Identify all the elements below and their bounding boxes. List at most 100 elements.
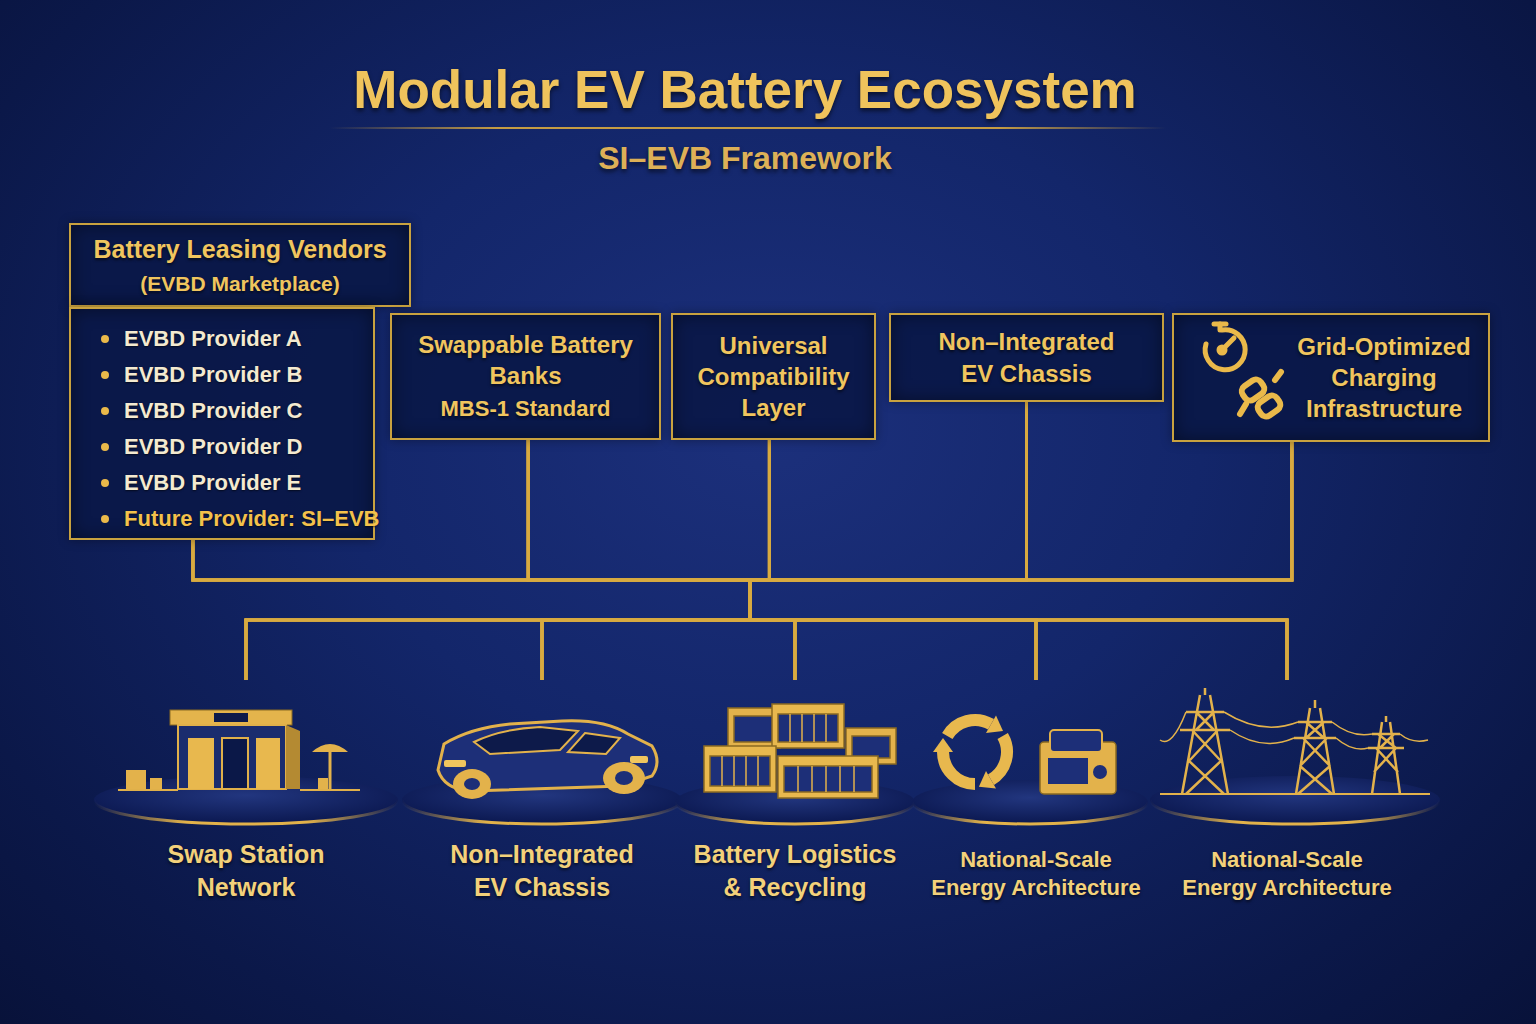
recycling-illustration-part	[1048, 758, 1088, 784]
connector-line	[193, 540, 750, 680]
battery-packs-illustration-part	[825, 766, 827, 792]
car-chassis-illustration	[438, 721, 657, 799]
node-heading: Universal Compatibility Layer	[679, 330, 869, 424]
node-subtext: MBS-1 Standard	[441, 395, 611, 424]
recycling-illustration-part	[1050, 730, 1102, 752]
connector-line	[193, 540, 750, 680]
battery-packs-illustration-part	[813, 714, 815, 742]
car-chassis-illustration-part	[438, 721, 657, 791]
power-grid-illustration	[1160, 688, 1430, 794]
power-grid-illustration-part	[1160, 712, 1428, 749]
car-chassis-illustration-part	[603, 762, 645, 794]
node-subtext: (EVBD Marketplace)	[140, 270, 340, 297]
outcome-node: National-Scale Energy Architecture	[896, 680, 1176, 915]
bullet-dot	[101, 479, 109, 487]
swap-station-illustration-part	[318, 778, 328, 790]
battery-packs-illustration-part	[745, 756, 747, 786]
power-grid-illustration-part	[1294, 700, 1336, 794]
car-chassis-illustration-part	[630, 756, 648, 763]
battery-packs-illustration-part	[710, 756, 770, 786]
platforms-part	[402, 800, 682, 824]
connector-line	[193, 540, 1287, 680]
connector-line	[528, 440, 795, 680]
platforms-part	[94, 800, 398, 824]
swap-station-illustration-part	[118, 789, 178, 791]
node-heading: Non–Integrated EV Chassis	[927, 326, 1127, 388]
vendor-list-box: EVBD Provider AEVBD Provider BEVBD Provi…	[69, 307, 375, 540]
list-item-text: EVBD Provider C	[124, 398, 303, 424]
connector-line	[750, 440, 1287, 680]
swap-station-illustration-part	[312, 744, 348, 752]
swap-station-illustration-part	[170, 710, 292, 725]
battery-packs-illustration-part	[721, 756, 723, 786]
process-box: Universal Compatibility Layer	[671, 313, 876, 440]
swap-station-illustration-part	[222, 738, 248, 789]
node-heading: Battery Leasing Vendors	[93, 233, 386, 266]
recycling-illustration-part	[947, 720, 991, 736]
process-box: Grid-Optimized Charging Infrastructure	[1172, 313, 1490, 442]
node-heading: Grid-Optimized Charging Infrastructure	[1287, 331, 1482, 425]
battery-packs-illustration-part	[772, 704, 844, 748]
node-heading: Swap Station Network	[151, 838, 341, 903]
battery-packs-illustration-part	[784, 766, 872, 792]
list-item-text: EVBD Provider D	[124, 434, 303, 460]
battery-packs-illustration-part	[839, 766, 841, 792]
list-item-text: Future Provider: SI–EVB	[124, 506, 380, 532]
charging-gauge-icon-part	[1214, 322, 1226, 327]
list-row: EVBD Provider C	[101, 393, 303, 429]
car-chassis-illustration-part	[615, 771, 633, 785]
charging-gauge-icon-part	[1205, 330, 1245, 370]
battery-packs-illustration-part	[778, 756, 878, 798]
bullet-dot	[101, 335, 109, 343]
swap-station-illustration-part	[150, 778, 162, 789]
battery-packs-illustration-part	[789, 714, 791, 742]
battery-packs-illustration-part	[734, 716, 774, 742]
battery-packs-illustration	[704, 704, 896, 798]
connector-line	[193, 540, 795, 680]
swap-station-illustration-part	[286, 725, 300, 789]
plug-link-icon-part	[1240, 404, 1246, 414]
charging-gauge-icon-part	[1222, 338, 1234, 350]
node-heading: National-Scale Energy Architecture	[1177, 846, 1397, 903]
connector-line	[750, 440, 1036, 680]
outcome-node: Non–Integrated EV Chassis	[402, 680, 682, 915]
connector-line	[750, 440, 795, 680]
platforms-part	[1150, 800, 1440, 824]
platforms-part	[1150, 776, 1440, 824]
platforms-part	[912, 802, 1148, 824]
battery-packs-illustration-part	[797, 766, 799, 792]
list-row: EVBD Provider D	[101, 429, 303, 465]
battery-packs-illustration-part	[778, 714, 838, 742]
swap-station-illustration-part	[214, 713, 248, 722]
connector-line	[750, 442, 1292, 680]
list-row: EVBD Provider E	[101, 465, 301, 501]
swap-station-illustration-part	[178, 725, 286, 789]
outcome-node: Battery Logistics & Recycling	[655, 680, 935, 915]
car-chassis-illustration-part	[453, 769, 491, 799]
battery-packs-illustration-part	[825, 714, 827, 742]
recycling-illustration-part	[1093, 765, 1107, 779]
connector-line	[246, 442, 1292, 680]
connector-line	[750, 402, 1036, 680]
plug-link-icon-part	[1275, 372, 1281, 380]
process-box: Swappable Battery BanksMBS-1 Standard	[390, 313, 661, 440]
connector-line	[750, 402, 1287, 680]
charging-gauge-icon-part	[1218, 324, 1223, 330]
battery-packs-illustration-part	[757, 756, 759, 786]
swap-station-illustration	[118, 710, 360, 790]
recycling-illustration-part	[933, 738, 953, 752]
outcome-node: Swap Station Network	[106, 680, 386, 915]
platforms-part	[675, 802, 915, 824]
battery-packs-illustration-part	[853, 766, 855, 792]
recycling-illustration-part	[986, 716, 1003, 733]
car-chassis-illustration-part	[568, 733, 620, 754]
recycling-illustration	[933, 716, 1116, 794]
swap-station-illustration-part	[329, 752, 332, 790]
battery-packs-illustration-part	[704, 746, 776, 792]
bullet-dot	[101, 371, 109, 379]
recycling-illustration-part	[943, 752, 975, 784]
bullet-dot	[101, 407, 109, 415]
process-box: Non–Integrated EV Chassis	[889, 313, 1164, 402]
connector-line	[528, 440, 750, 680]
